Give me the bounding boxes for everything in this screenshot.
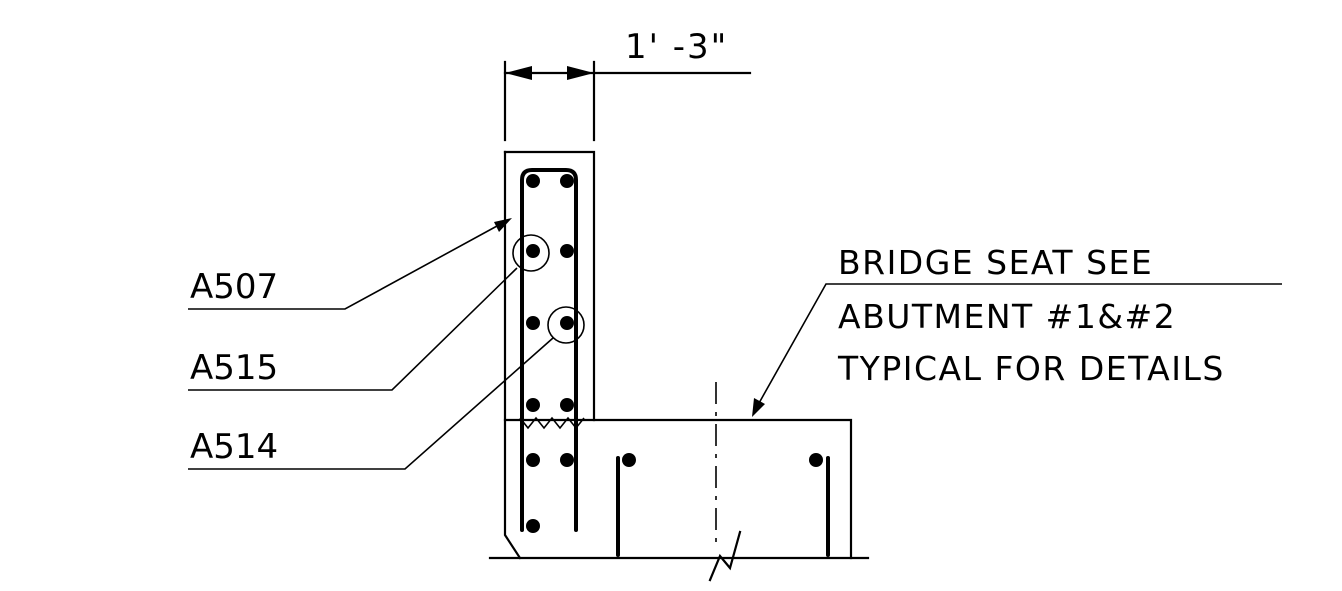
bar-callouts: A507 A515 A514 <box>188 218 554 470</box>
leader-arrow-a507 <box>494 218 512 232</box>
rebar-dot <box>526 519 540 533</box>
rebar-dot <box>622 453 636 467</box>
backwall-front-face <box>503 150 522 560</box>
leader-line-note <box>753 283 1282 413</box>
bridge-seat-outline <box>503 418 853 560</box>
label-a514: A514 <box>190 427 278 467</box>
stirrup-bar-a507 <box>520 168 578 532</box>
rebar-dot <box>526 398 540 412</box>
label-a507: A507 <box>190 267 278 307</box>
dimension-arrow-right <box>567 66 594 80</box>
rebar-dot <box>526 244 540 258</box>
leader-line-a514 <box>188 337 554 470</box>
reinforcement <box>512 168 830 557</box>
break-line <box>708 530 742 582</box>
dimension-text: 1' -3" <box>625 27 728 67</box>
note-line-2: ABUTMENT #1&#2 <box>838 297 1176 336</box>
rebar-dot <box>560 316 574 330</box>
note-line-3: TYPICAL FOR DETAILS <box>837 349 1225 388</box>
rebar-dot <box>809 453 823 467</box>
dimension-group: 1' -3" <box>503 27 752 142</box>
label-a515: A515 <box>190 348 278 388</box>
rebar-dot <box>526 316 540 330</box>
rebar-dot <box>526 174 540 188</box>
bridge-seat-note: BRIDGE SEAT SEE ABUTMENT #1&#2 TYPICAL F… <box>752 243 1282 417</box>
note-line-1: BRIDGE SEAT SEE <box>838 243 1153 282</box>
lap-splice-zigzag <box>519 416 585 430</box>
rebar-dot <box>560 453 574 467</box>
rebar-dot <box>560 244 574 258</box>
rebar-dot <box>560 174 574 188</box>
concrete-outline <box>488 150 870 582</box>
rebar-dot <box>560 398 574 412</box>
dimension-arrow-left <box>505 66 532 80</box>
callout-circle-a514 <box>547 306 585 344</box>
leader-line-a515 <box>188 267 518 391</box>
backwall-outline <box>503 150 596 422</box>
callout-circle-a515 <box>512 234 550 272</box>
rebar-dot <box>526 453 540 467</box>
leader-line-a507 <box>188 219 509 310</box>
leader-arrow-note <box>752 398 765 417</box>
